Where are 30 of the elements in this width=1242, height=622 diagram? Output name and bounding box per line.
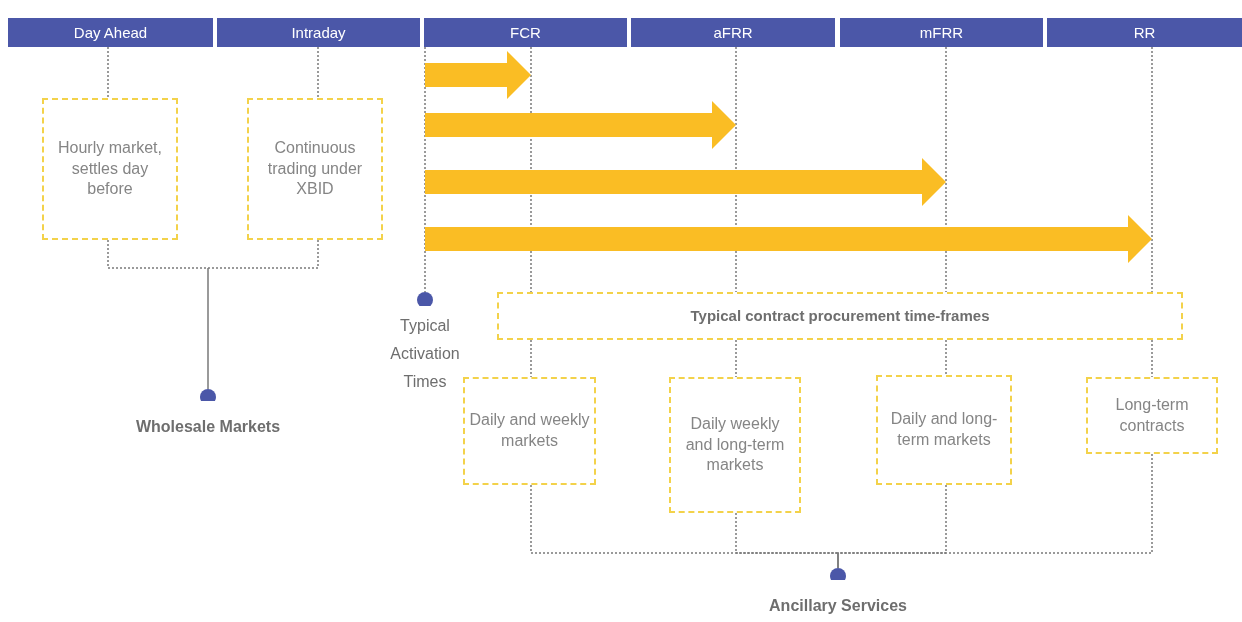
- column-header: Intraday: [217, 18, 420, 47]
- description-box: Daily and long-term markets: [876, 375, 1012, 485]
- axis-note: Typical Activation Times: [389, 316, 461, 392]
- dotted-connector: [530, 339, 532, 378]
- dotted-connector: [735, 46, 737, 293]
- dotted-connector: [945, 46, 947, 293]
- dotted-connector: [735, 339, 737, 378]
- dotted-connector: [317, 46, 319, 99]
- description-box: Continuous trading under XBID: [247, 98, 383, 240]
- group-label: Ancillary Services: [769, 596, 907, 616]
- description-box: Hourly market, settles day before: [42, 98, 178, 240]
- dotted-connector: [530, 484, 839, 569]
- column-header: Day Ahead: [8, 18, 213, 47]
- dotted-connector: [945, 339, 947, 376]
- dotted-connector: [107, 239, 209, 390]
- column-header: mFRR: [840, 18, 1043, 47]
- title-box: Typical contract procurement time-frames: [497, 292, 1183, 340]
- dotted-connector: [207, 239, 319, 390]
- dotted-connector: [107, 46, 109, 99]
- column-header: RR: [1047, 18, 1242, 47]
- column-header: FCR: [424, 18, 627, 47]
- description-box: Long-term contracts: [1086, 377, 1218, 454]
- group-label: Wholesale Markets: [135, 417, 281, 437]
- description-box: Daily and weekly markets: [463, 377, 596, 485]
- dotted-connector: [837, 484, 947, 569]
- description-box: Daily weekly and long-term markets: [669, 377, 801, 513]
- dotted-connector: [1151, 46, 1153, 293]
- column-header: aFRR: [631, 18, 835, 47]
- dotted-connector: [1151, 339, 1153, 378]
- dotted-connector: [424, 46, 426, 293]
